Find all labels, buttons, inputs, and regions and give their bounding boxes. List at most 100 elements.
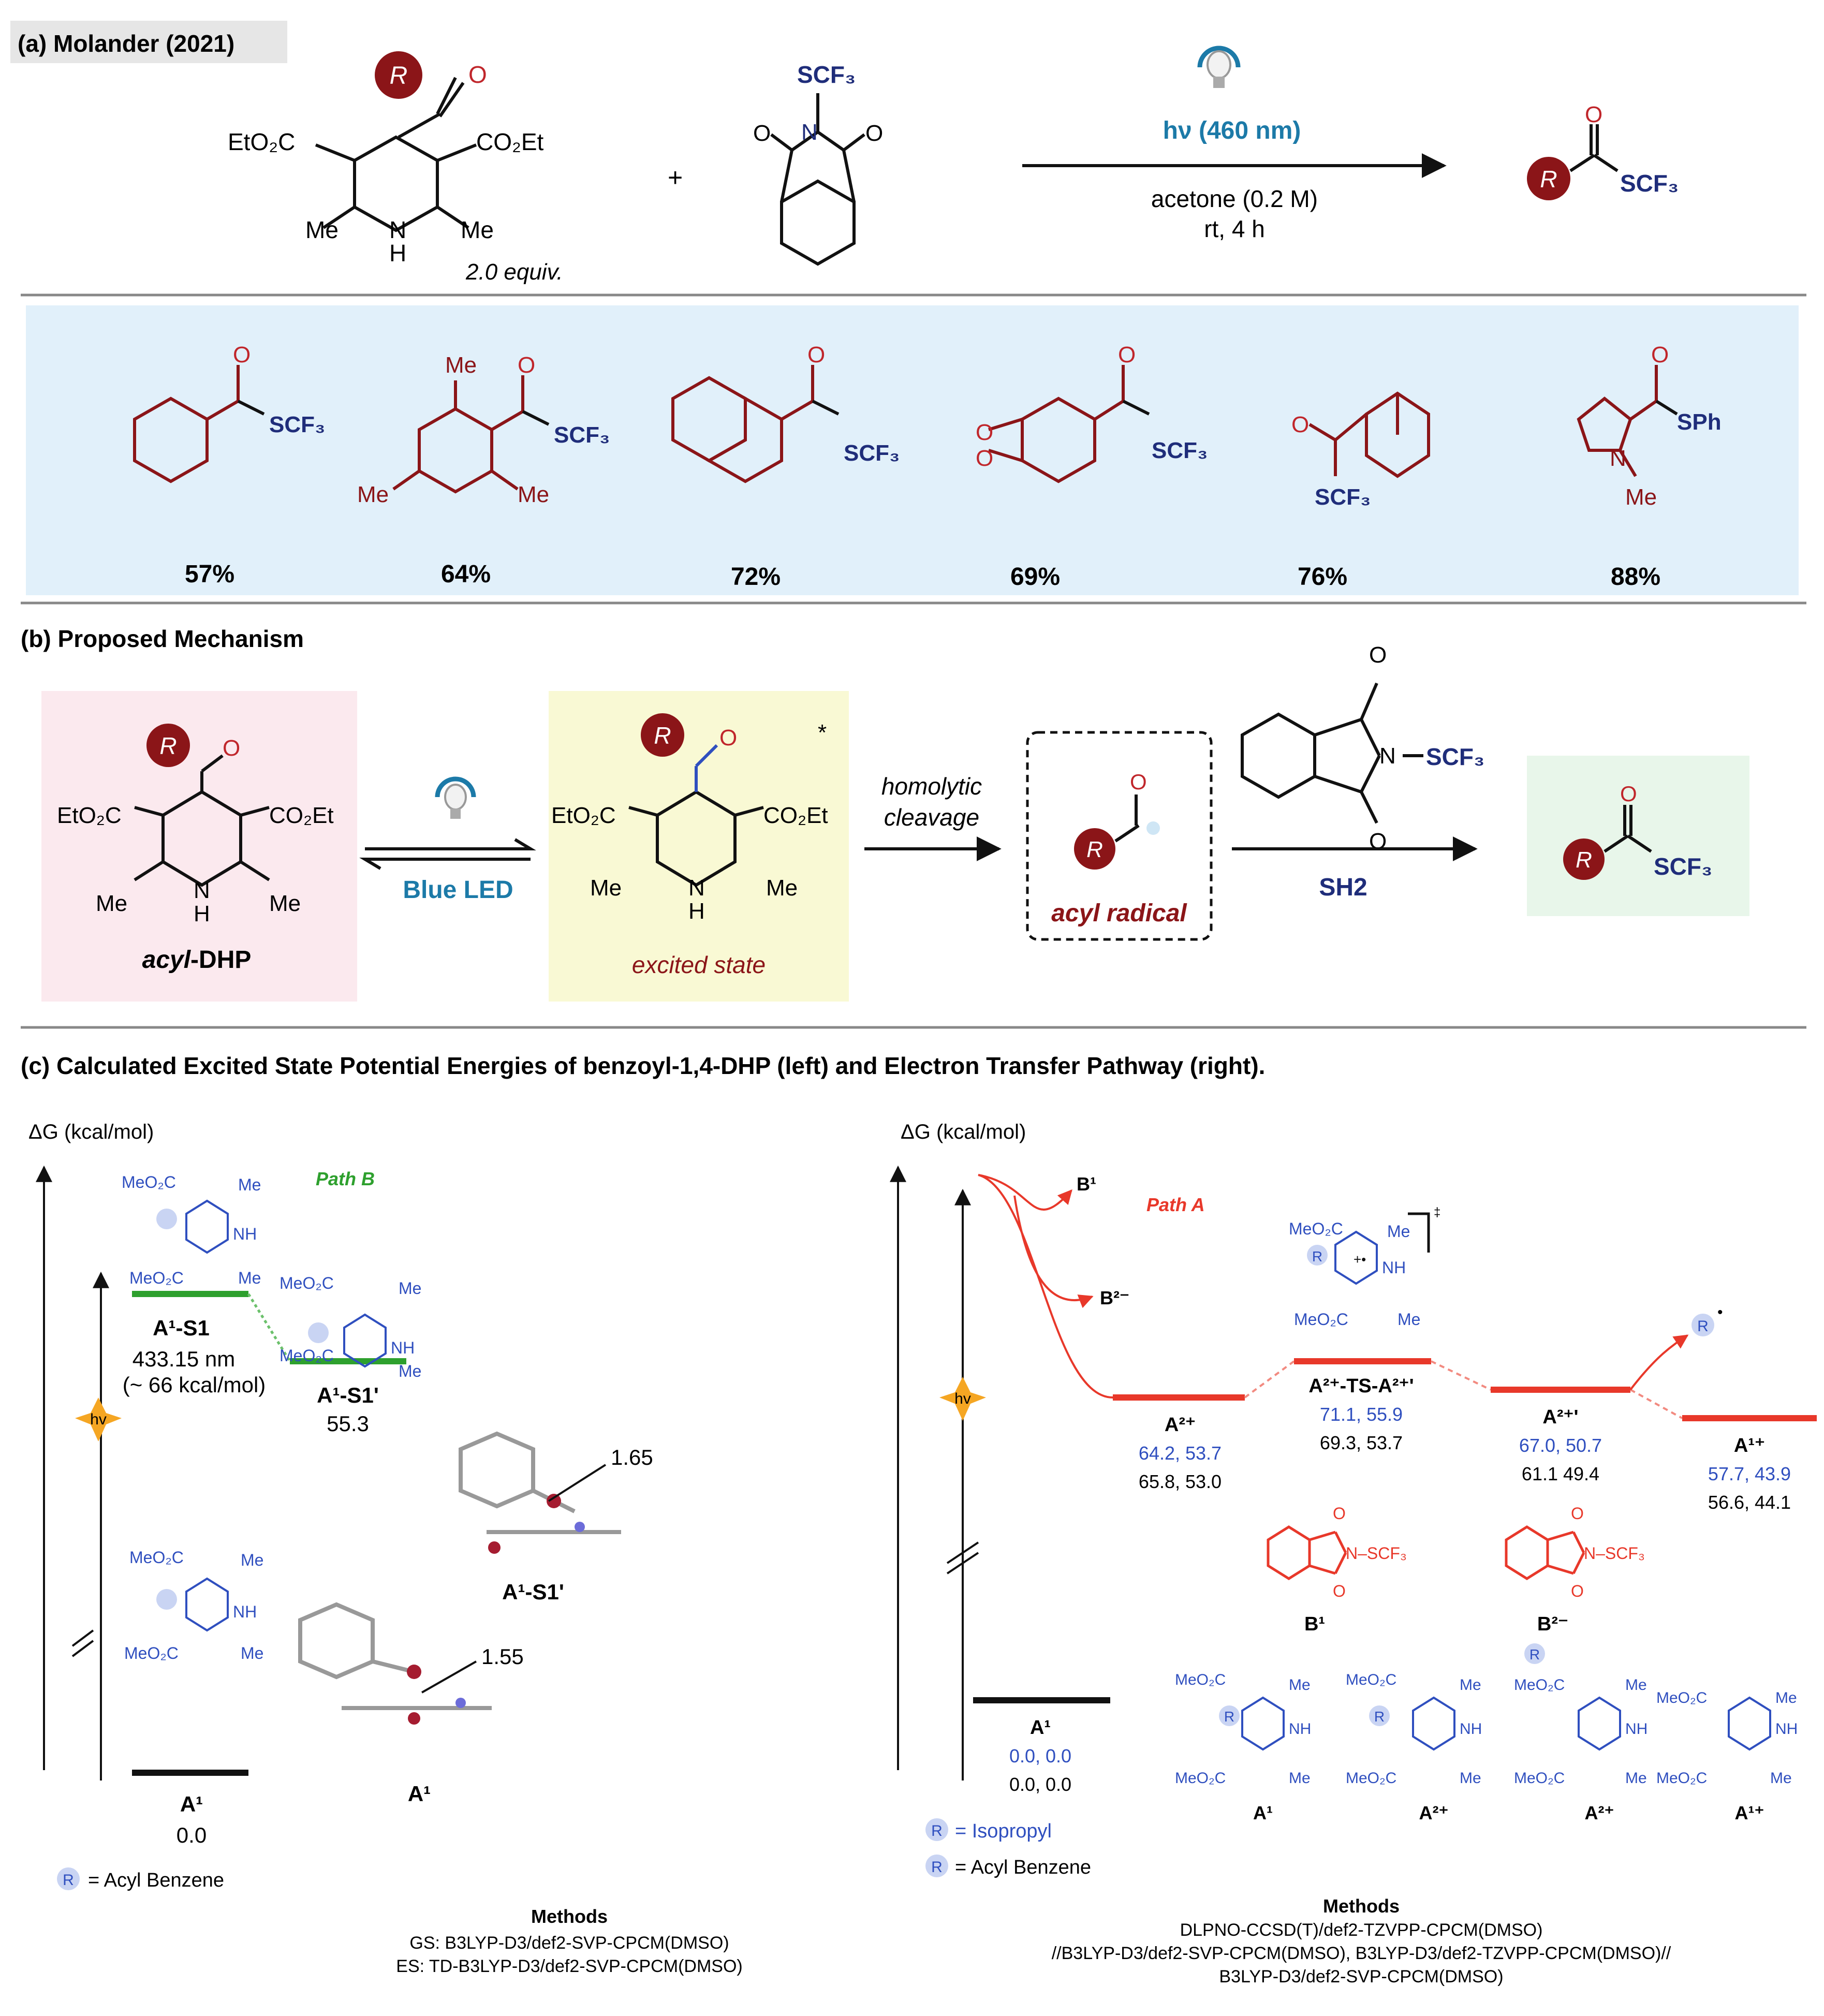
sph-s6: SPh — [1677, 409, 1722, 435]
b-h-2: H — [688, 899, 705, 924]
plus-sign: + — [668, 163, 683, 192]
radical-o: O — [1130, 770, 1147, 794]
left-r-badge-2 — [308, 1322, 329, 1343]
right-legend-r-1: R — [931, 1822, 943, 1840]
r-label: R — [390, 62, 408, 90]
bond-1-55: 1.55 — [481, 1644, 524, 1669]
br-r-badge-3 — [1524, 1643, 1545, 1664]
scope-structures — [133, 365, 1658, 494]
curve-to-b1 — [978, 1174, 1072, 1211]
bottom-row-rings — [1241, 1696, 1771, 1751]
left-method-1: GS: B3LYP-D3/def2-SVP-CPCM(DMSO) — [409, 1933, 729, 1953]
br-nh-4: NH — [1775, 1720, 1798, 1738]
yield-1: 57% — [185, 561, 234, 588]
left-hv-text: hv — [90, 1411, 107, 1428]
product-b-o: O — [1620, 782, 1637, 806]
product-box — [1527, 756, 1749, 916]
radical-dot — [1146, 821, 1160, 835]
ball-stick-a1s1p — [459, 1431, 621, 1554]
label-ts: A²⁺-TS-A²⁺' — [1308, 1375, 1414, 1397]
ts-r: R — [1312, 1248, 1322, 1264]
label-kcal: (~ 66 kcal/mol) — [123, 1373, 266, 1397]
o-s6: O — [1651, 342, 1669, 367]
me-s2-left: Me — [357, 482, 389, 507]
br-meo2c-1b: MeO₂C — [1175, 1770, 1226, 1787]
me-s2-right: Me — [518, 482, 549, 507]
label-a1-left: A¹ — [180, 1792, 203, 1816]
mini-me-1: Me — [238, 1175, 261, 1194]
right-legend-1: = Isopropyl — [955, 1820, 1052, 1842]
carbonyl-o: O — [468, 61, 487, 88]
b-r-4: R — [1576, 847, 1592, 873]
panel-c-title: (c) Calculated Excited State Potential E… — [21, 1052, 1265, 1079]
curve-b2-label: B²⁻ — [1100, 1287, 1129, 1308]
a2p-black-values: 61.1 49.4 — [1522, 1463, 1599, 1484]
right-method-3: B3LYP-D3/def2-SVP-CPCM(DMSO) — [1219, 1967, 1503, 1986]
eto2c-label: EtO₂C — [228, 128, 295, 155]
path-b-label: Path B — [316, 1168, 375, 1189]
right-conn-2 — [1431, 1360, 1491, 1391]
b-me-1a: Me — [96, 891, 127, 916]
sh2-label: SH2 — [1319, 874, 1367, 901]
left-r-badge-1 — [156, 1209, 177, 1229]
br-r-1: R — [1224, 1709, 1234, 1725]
br-nh-1: NH — [1289, 1720, 1311, 1738]
h-label: H — [389, 240, 406, 267]
d165-leader — [548, 1464, 607, 1502]
br-r-badge-1 — [1219, 1705, 1240, 1726]
right-legend-r-2: R — [931, 1859, 943, 1876]
b2-n-scf3: N–SCF₃ — [1584, 1544, 1645, 1563]
acyl-dhp-structure — [134, 754, 270, 887]
label-s1p-energy: 55.3 — [327, 1411, 369, 1436]
br-name-2: A²⁺ — [1419, 1802, 1449, 1823]
o-s4b: O — [976, 446, 993, 471]
light-bulb-icon — [435, 776, 476, 819]
right-method-1: DLPNO-CCSD(T)/def2-TZVPP-CPCM(DMSO) — [1180, 1920, 1543, 1940]
a1-blue-values: 0.0, 0.0 — [1009, 1745, 1071, 1767]
b1-structure — [1267, 1525, 1347, 1580]
scf3-s4: SCF₃ — [1152, 438, 1208, 463]
time-condition: rt, 4 h — [1204, 215, 1265, 242]
br-meo2c-2b: MeO₂C — [1346, 1770, 1396, 1787]
yield-2: 64% — [441, 561, 491, 588]
panel-b: (b) Proposed Mechanism R O EtO₂C CO₂Et M… — [21, 625, 1806, 1029]
a2-blue-values: 64.2, 53.7 — [1139, 1443, 1222, 1464]
scf3-s2: SCF₃ — [554, 422, 610, 448]
product-scf3: SCF₃ — [1620, 170, 1679, 197]
b-n-2: N — [688, 875, 705, 901]
mini-me-2b: Me — [399, 1362, 421, 1380]
b-h-1: H — [194, 901, 210, 926]
panel-c: (c) Calculated Excited State Potential E… — [21, 1052, 1817, 1986]
equiv-label: 2.0 equiv. — [465, 259, 563, 285]
a2p-blue-values: 67.0, 50.7 — [1519, 1435, 1602, 1456]
br-nh-2: NH — [1460, 1720, 1482, 1738]
me-right: Me — [461, 216, 494, 243]
left-methods-title: Methods — [531, 1906, 608, 1927]
curve-b1-label: B¹ — [1077, 1173, 1096, 1195]
br-me-3b: Me — [1625, 1770, 1647, 1787]
b-o-1: O — [223, 735, 240, 761]
b1-o2: O — [1333, 1582, 1346, 1600]
label-a1-3d: A¹ — [408, 1782, 431, 1806]
right-dg-label: ΔG (kcal/mol) — [901, 1121, 1026, 1143]
label-b1: B¹ — [1304, 1613, 1325, 1635]
yield-row: 57% 64% 72% 69% 76% 88% — [185, 561, 1660, 591]
right-legend-badge-2 — [925, 1855, 948, 1877]
sh2-scf3: SCF₃ — [1426, 743, 1484, 770]
product-o: O — [1585, 102, 1602, 127]
n-phth: N — [801, 120, 818, 145]
excited-dhp-structure — [628, 744, 764, 887]
ts-r-badge — [1307, 1245, 1328, 1265]
scf3-s5: SCF₃ — [1315, 484, 1371, 510]
mini-nh-1: NH — [233, 1225, 257, 1243]
scf3-s1: SCF₃ — [269, 412, 325, 437]
b-co2et-2: CO₂Et — [763, 803, 828, 828]
me-left: Me — [305, 216, 339, 243]
left-axis-break-b — [71, 1640, 94, 1657]
a1p-blue-values: 57.7, 43.9 — [1708, 1463, 1791, 1484]
a1p-black-values: 56.6, 44.1 — [1708, 1492, 1791, 1513]
mini-meo2c-3: MeO₂C — [129, 1548, 184, 1567]
mini-meo2c-1b: MeO₂C — [129, 1269, 184, 1287]
br-name-3: A²⁺ — [1585, 1802, 1614, 1823]
left-connector — [247, 1293, 291, 1362]
